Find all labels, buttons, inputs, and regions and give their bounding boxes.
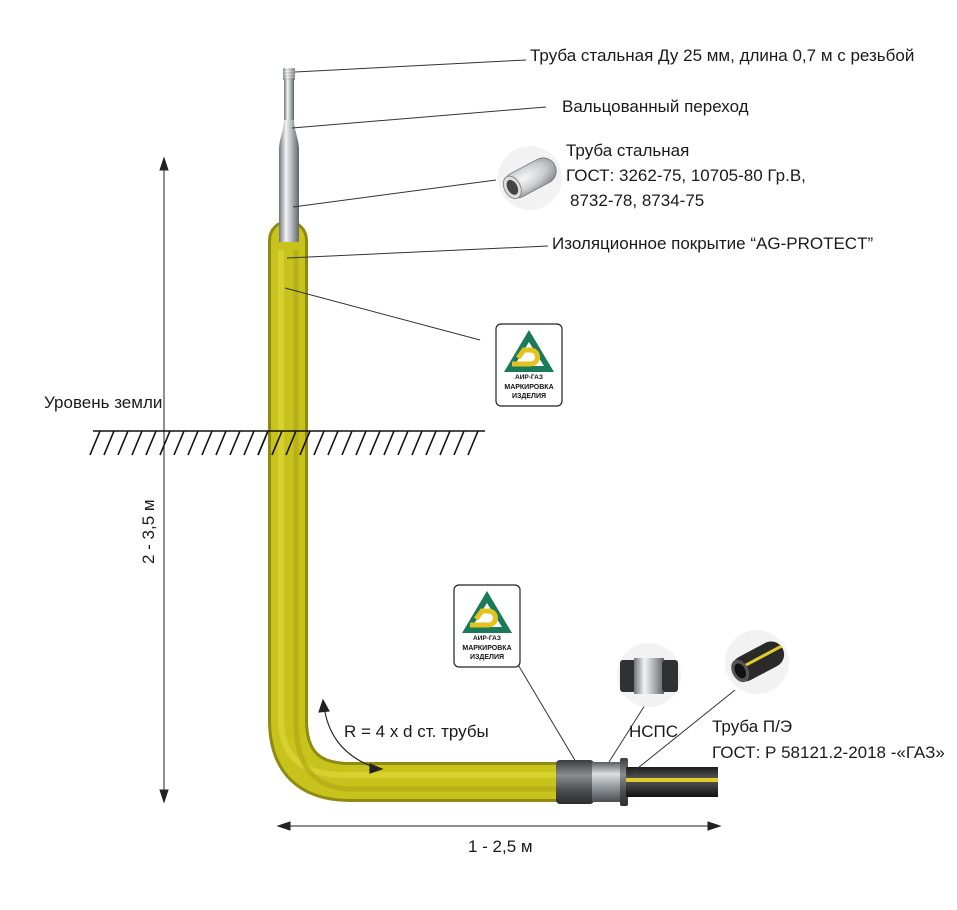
air-gas-logo-icon (504, 330, 554, 372)
label-insulation: Изоляционное покрытие “AG-PROTECT” (552, 234, 873, 253)
logo-caption-1: МАРКИРОВКА (462, 645, 511, 652)
label-ground-level: Уровень земли (44, 393, 162, 412)
ground-hatch-mark (159, 430, 171, 456)
label-steel-pipe-du: Труба стальная Ду 25 мм, длина 0,7 м с р… (530, 46, 914, 65)
ground-hatch-mark (173, 430, 185, 456)
ground-hatch-mark (229, 430, 241, 456)
nsps-coupling (556, 758, 628, 806)
ground-hatch-mark (425, 430, 437, 456)
label-nsps: НСПС (629, 722, 678, 741)
logo-caption-2: ИЗДЕЛИЯ (470, 654, 504, 661)
ground-hatch-mark (313, 430, 325, 456)
ground-hatch-mark (439, 430, 451, 456)
label-rolled-transition: Вальцованный переход (562, 97, 749, 116)
ground-hatch-mark (117, 430, 129, 456)
air-gas-logo-icon (462, 591, 512, 633)
label-steel-pipe-gost-2: 8732-78, 8734-75 (570, 191, 704, 210)
nsps-callout (617, 643, 681, 707)
ground-hatch-mark (285, 430, 297, 456)
ground-hatch-mark (89, 430, 101, 456)
label-steel-pipe-gost-1: ГОСТ: 3262-75, 10705-80 Гр.В, (566, 166, 806, 185)
label-length: 1 - 2,5 м (468, 837, 533, 856)
ground-hatch-mark (243, 430, 255, 456)
ground-hatch-mark (453, 430, 465, 456)
ground-hatch-mark (299, 430, 311, 456)
radius-arrow (318, 698, 384, 774)
ground-hatch-mark (201, 430, 213, 456)
ground-hatch-mark (355, 430, 367, 456)
ground-hatch-mark (271, 430, 283, 456)
product-marking-badge-bottom: АИР-ГАЗ МАРКИРОВКА ИЗДЕЛИЯ (453, 584, 521, 668)
logo-brand: АИР-ГАЗ (515, 374, 543, 381)
pe-pipe (626, 767, 718, 797)
pe-pipe-callout (725, 630, 789, 694)
logo-caption-1: МАРКИРОВКА (504, 384, 553, 391)
logo-brand: АИР-ГАЗ (473, 635, 501, 642)
depth-dimension (159, 156, 169, 804)
ground-hatch-mark (215, 430, 227, 456)
steel-riser (279, 68, 299, 242)
label-pe-pipe-gost: ГОСТ: Р 58121.2-2018 -«ГАЗ» (712, 743, 945, 762)
ground-hatch-mark (341, 430, 353, 456)
ground-hatch-mark (383, 430, 395, 456)
ground-hatch-mark (411, 430, 423, 456)
label-radius: R = 4 x d ст. трубы (344, 722, 489, 741)
ground-hatch-mark (103, 430, 115, 456)
leader-lines (284, 59, 736, 777)
label-pe-pipe-title: Труба П/Э (712, 717, 792, 736)
product-marking-badge-top: АИР-ГАЗ МАРКИРОВКА ИЗДЕЛИЯ (495, 323, 563, 407)
length-dimension (276, 821, 722, 831)
ground-hatch-mark (369, 430, 381, 456)
coated-steel-pipe (268, 220, 580, 802)
ground-hatch-mark (257, 430, 269, 456)
ground-hatch-mark (131, 430, 143, 456)
ground-hatch-mark (327, 430, 339, 456)
label-steel-pipe-title: Труба стальная (566, 141, 689, 160)
ground-hatch-mark (187, 430, 199, 456)
ground-hatch-mark (467, 430, 479, 456)
label-depth: 2 - 3,5 м (139, 499, 158, 564)
steel-pipe-callout (498, 146, 562, 210)
ground-hatch-mark (397, 430, 409, 456)
logo-caption-2: ИЗДЕЛИЯ (512, 393, 546, 400)
ground-hatch-mark (145, 430, 157, 456)
